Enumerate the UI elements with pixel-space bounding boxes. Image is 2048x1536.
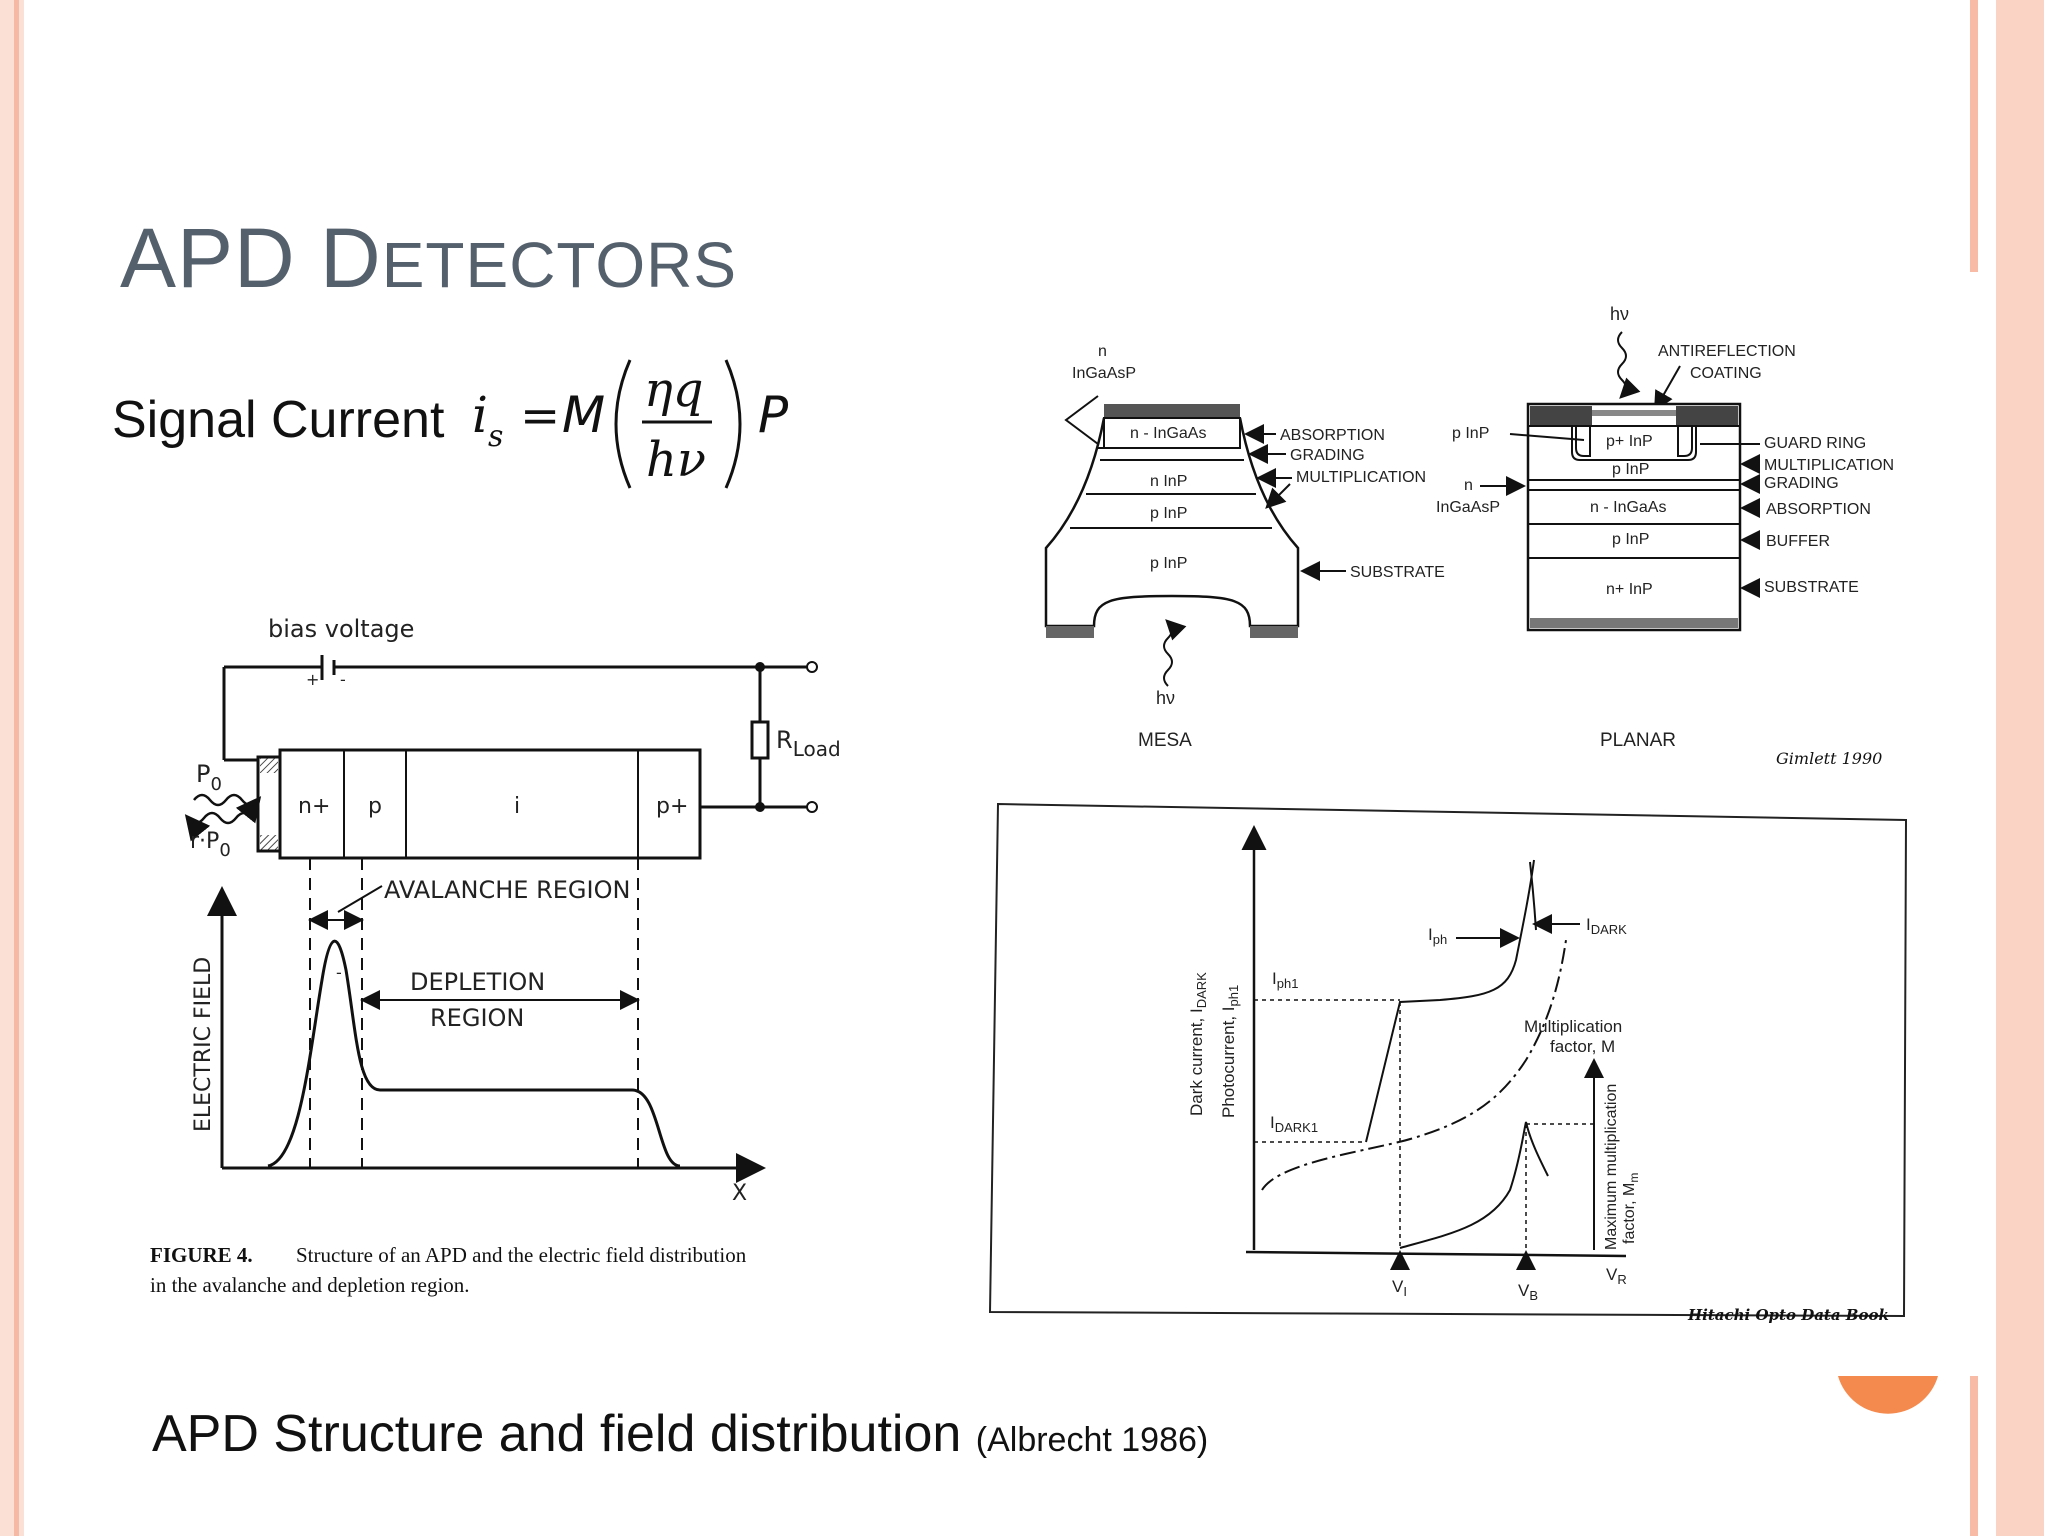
figure4-caption-line1: Structure of an APD and the electric fie…: [296, 1243, 747, 1267]
signal-current-formula: Signal Current i s = M ηq hν P: [112, 352, 812, 502]
bias-voltage-label: bias voltage: [268, 615, 414, 643]
right-border-decoration: [1968, 0, 2048, 1536]
mesa-label-absorption: ABSORPTION: [1280, 427, 1385, 444]
caption-reference: (Albrecht 1986): [975, 1421, 1209, 1459]
planar-label-buffer: BUFFER: [1766, 533, 1830, 550]
figure4-caption-number: FIGURE 4.: [150, 1243, 253, 1267]
slide-title: APD DETECTORS: [120, 210, 737, 307]
planar-label-grading: GRADING: [1764, 475, 1839, 492]
left-border-decoration: [0, 0, 24, 1536]
x-axis-label: X: [732, 1181, 747, 1206]
mesa-hv: hν: [1156, 688, 1175, 708]
planar-layer-ingaas: n - InGaAs: [1590, 499, 1666, 516]
plot-mult-label-1: Multiplication: [1524, 1017, 1622, 1036]
layer-p-plus: p+: [656, 794, 688, 819]
layer-n-plus: n+: [298, 794, 330, 819]
svg-text:+: +: [306, 670, 319, 689]
plot-max-mult-label-2: factor, Mm: [1621, 1173, 1641, 1244]
mesa-label-substrate: SUBSTRATE: [1350, 564, 1445, 581]
plot-vb-label: VB: [1518, 1281, 1538, 1303]
planar-antireflection-1: ANTIREFLECTION: [1658, 343, 1796, 360]
caption-main: APD Structure and field distribution: [152, 1405, 962, 1463]
planar-layer-p-plus-inp: p+ InP: [1606, 433, 1653, 450]
plot-y-label-2: Photocurrent, Iph1: [1219, 985, 1241, 1118]
mesa-layer-substrate: p InP: [1150, 555, 1187, 572]
svg-text:-: -: [336, 963, 342, 982]
svg-text:ηq: ηq: [644, 362, 703, 418]
mesa-layer-pinp: p InP: [1150, 505, 1187, 522]
planar-left-pinp: p InP: [1452, 425, 1489, 442]
svg-text:-: -: [340, 670, 346, 689]
title-first: APD D: [120, 211, 382, 305]
electric-field-axis-label: ELECTRIC FIELD: [191, 957, 216, 1132]
planar-layer-buffer: p InP: [1612, 531, 1649, 548]
electric-field-curve: [267, 939, 681, 1168]
avalanche-region-label: AVALANCHE REGION: [384, 876, 630, 904]
mesa-label-grading: GRADING: [1290, 447, 1365, 464]
svg-text:=: =: [520, 388, 560, 444]
plot-max-mult-label-1: Maximum multiplication: [1603, 1084, 1620, 1250]
svg-text:hν: hν: [646, 432, 706, 488]
svg-text:P: P: [758, 386, 789, 444]
planar-label-multiplication: MULTIPLICATION: [1764, 457, 1894, 474]
planar-label-guard-ring: GUARD RING: [1764, 435, 1866, 452]
layer-p: p: [368, 794, 382, 819]
plot-idark1-label: IDARK1: [1270, 1113, 1318, 1135]
svg-text:M: M: [562, 386, 605, 444]
plot-y-label-1: Dark current, IDARK: [1187, 972, 1209, 1116]
plot-iph-label: Iph: [1428, 925, 1447, 947]
title-rest: ETECTORS: [381, 229, 738, 301]
plot-idark-curve: [1529, 861, 1537, 931]
planar-layer-pinp: p InP: [1612, 461, 1649, 478]
formula-math: i s = M ηq hν P: [472, 359, 789, 489]
mesa-top-label-2: InGaAsP: [1072, 365, 1136, 382]
svg-text:s: s: [488, 419, 503, 454]
mesa-name: MESA: [1138, 730, 1192, 751]
svg-text:i: i: [472, 386, 488, 444]
plot-vr-label: VR: [1606, 1265, 1627, 1287]
p0-label: P0: [196, 760, 222, 795]
planar-left-ingaasp: InGaAsP: [1436, 499, 1500, 516]
rp0-label: r·P0: [190, 829, 231, 861]
plot-multiplication-curve: [1261, 939, 1567, 1191]
depletion-label-2: REGION: [430, 1004, 524, 1032]
planar-name: PLANAR: [1600, 730, 1676, 751]
planar-credit: Gimlett 1990: [1776, 749, 1882, 768]
plot-credit: Hitachi Opto Data Book: [1687, 1306, 1889, 1324]
planar-left-n: n: [1464, 477, 1473, 494]
plot-mult-label-2: factor, M: [1550, 1037, 1615, 1056]
plot-iph1-label: Iph1: [1272, 969, 1298, 991]
figure4-caption-line2: in the avalanche and depletion region.: [150, 1273, 470, 1297]
planar-layer-substrate: n+ InP: [1606, 581, 1653, 598]
mesa-layer-ninp: n InP: [1150, 473, 1187, 490]
planar-label-absorption: ABSORPTION: [1766, 501, 1871, 518]
slide-caption: APD Structure and field distribution (Al…: [152, 1404, 1208, 1464]
r-load-label: RLoad: [776, 726, 841, 761]
planar-hv: hν: [1610, 304, 1629, 324]
mesa-label-multiplication: MULTIPLICATION: [1296, 469, 1426, 486]
layer-i: i: [514, 794, 520, 819]
formula-label: Signal Current: [112, 391, 445, 449]
depletion-label-1: DEPLETION: [410, 968, 545, 996]
planar-antireflection-2: COATING: [1690, 365, 1762, 382]
plot-photocurrent-curve: [1365, 859, 1535, 1143]
plot-dark-mult-curve: [1399, 1121, 1549, 1249]
planar-label-substrate: SUBSTRATE: [1764, 579, 1859, 596]
mesa-top-label-1: n: [1098, 343, 1107, 360]
plot-idark-label: IDARK: [1586, 915, 1627, 937]
plot-v1-label: VI: [1392, 1277, 1407, 1299]
mesa-layer-ingaas: n - InGaAs: [1130, 425, 1206, 442]
